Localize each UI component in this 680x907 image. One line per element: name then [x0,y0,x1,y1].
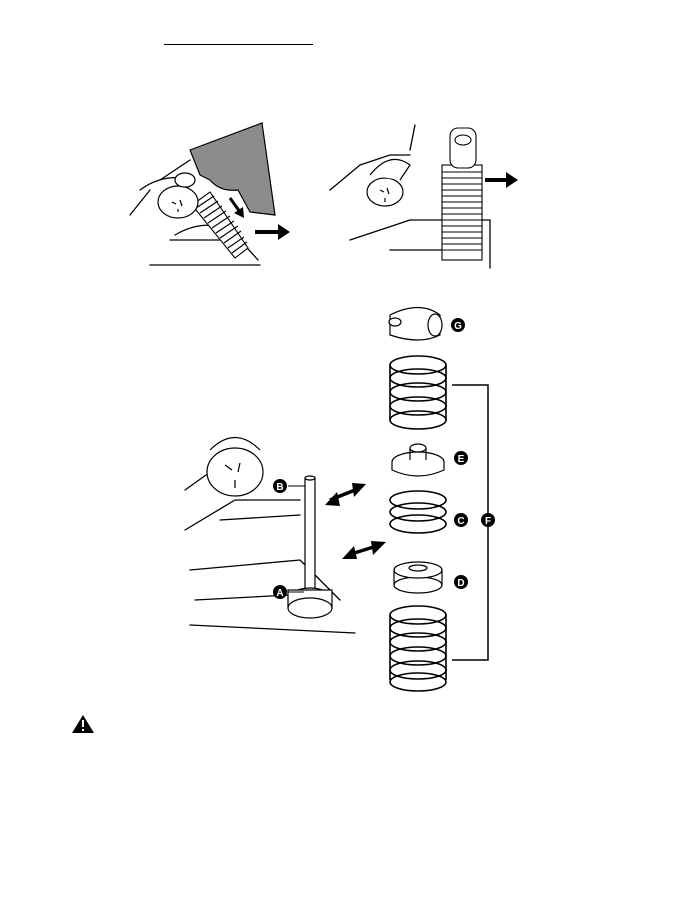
agitator-shaft [288,476,332,618]
header-underline [164,44,313,45]
figure-exploded-view: A B C D E F G [180,300,510,700]
part-g-cap [389,308,442,341]
arrow-right-icon [485,172,518,188]
svg-text:D: D [457,578,464,589]
arrow-right-icon [255,224,290,240]
svg-text:B: B [276,482,283,493]
part-e-cog [392,444,444,476]
spring-lower [390,606,446,691]
callout-g: G [451,318,465,332]
bellows [192,192,248,258]
bellows [442,128,482,260]
agitator-cap [158,173,198,218]
callout-f: F [481,513,495,527]
arrow-down-icon [230,198,244,218]
svg-text:G: G [454,321,462,332]
callout-e: E [454,451,468,465]
figure-remove-sleeve-hand [130,120,300,270]
figure-sleeve-removed [330,120,530,270]
callout-d: D [454,575,468,589]
svg-text:A: A [276,588,283,599]
svg-text:E: E [458,454,465,465]
agitator-cap [367,159,410,206]
callout-c: C [454,513,468,527]
warning-triangle-icon [71,714,95,734]
callout-b: B [273,479,287,493]
svg-text:C: C [457,516,464,527]
spring-upper [390,356,446,429]
part-c-spring [390,491,446,533]
double-arrow-icon [325,483,366,506]
part-d-seat [394,562,442,593]
agitator-cap [207,438,263,497]
callout-a: A [273,585,287,599]
double-arrow-icon [342,541,386,559]
svg-text:F: F [485,516,491,527]
